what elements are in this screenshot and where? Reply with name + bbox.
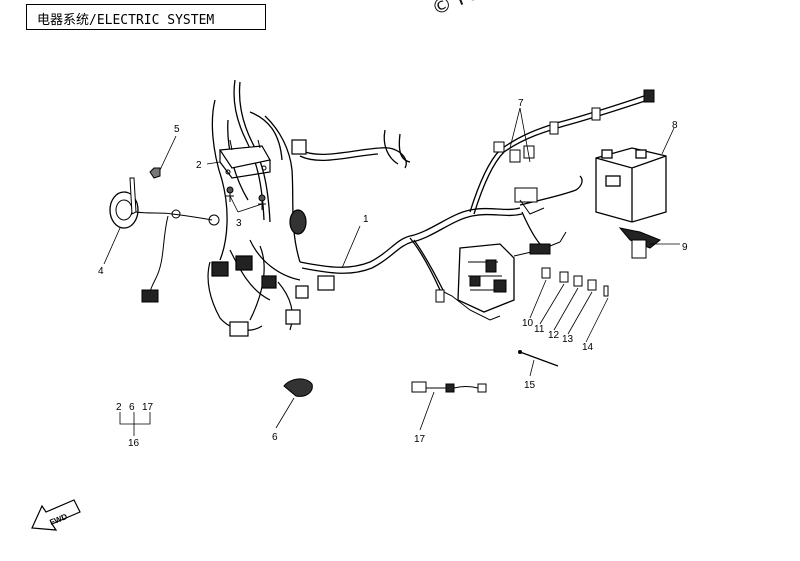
battery [595,147,667,223]
nut [149,167,161,179]
callout-15: 15 [524,380,536,391]
callout-10: 10 [522,318,534,329]
diagram-title: 电器系统/ELECTRIC SYSTEM [37,13,215,28]
callout-11: 11 [534,324,545,335]
callout-4: 4 [98,266,104,277]
fwd-arrow [31,499,81,531]
fuses [541,267,609,297]
group-item-6: 6 [129,402,135,413]
main-wiring-harness [211,79,655,293]
callout-6: 6 [272,432,278,443]
callout-14: 14 [582,342,594,353]
callout-numbers: 1 2 3 4 5 6 7 8 9 10 11 12 13 14 15 17 2… [48,98,688,527]
group-parent-16: 16 [128,438,140,449]
connector-strip [493,89,655,215]
cable [411,381,487,393]
callout-1: 1 [363,214,369,225]
callout-8: 8 [672,120,678,131]
callout-3: 3 [236,218,242,229]
relay-box [218,139,271,179]
callout-12: 12 [548,330,560,341]
title-box: 电器系统/ELECTRIC SYSTEM [26,4,266,30]
fuse-box [435,231,567,321]
leader-lines [103,107,680,436]
callout-2: 2 [196,160,202,171]
screws [226,186,266,210]
pin [518,350,559,367]
switch [283,378,313,397]
harness-connector-cluster [207,139,335,337]
callout-17: 17 [414,434,426,445]
horn [109,177,220,303]
callout-9: 9 [682,242,688,253]
callout-5: 5 [174,124,180,135]
group-item-17: 17 [142,402,154,413]
callout-13: 13 [562,334,574,345]
callout-7: 7 [518,98,524,109]
group-item-2: 2 [116,402,122,413]
battery-strap [618,227,661,259]
